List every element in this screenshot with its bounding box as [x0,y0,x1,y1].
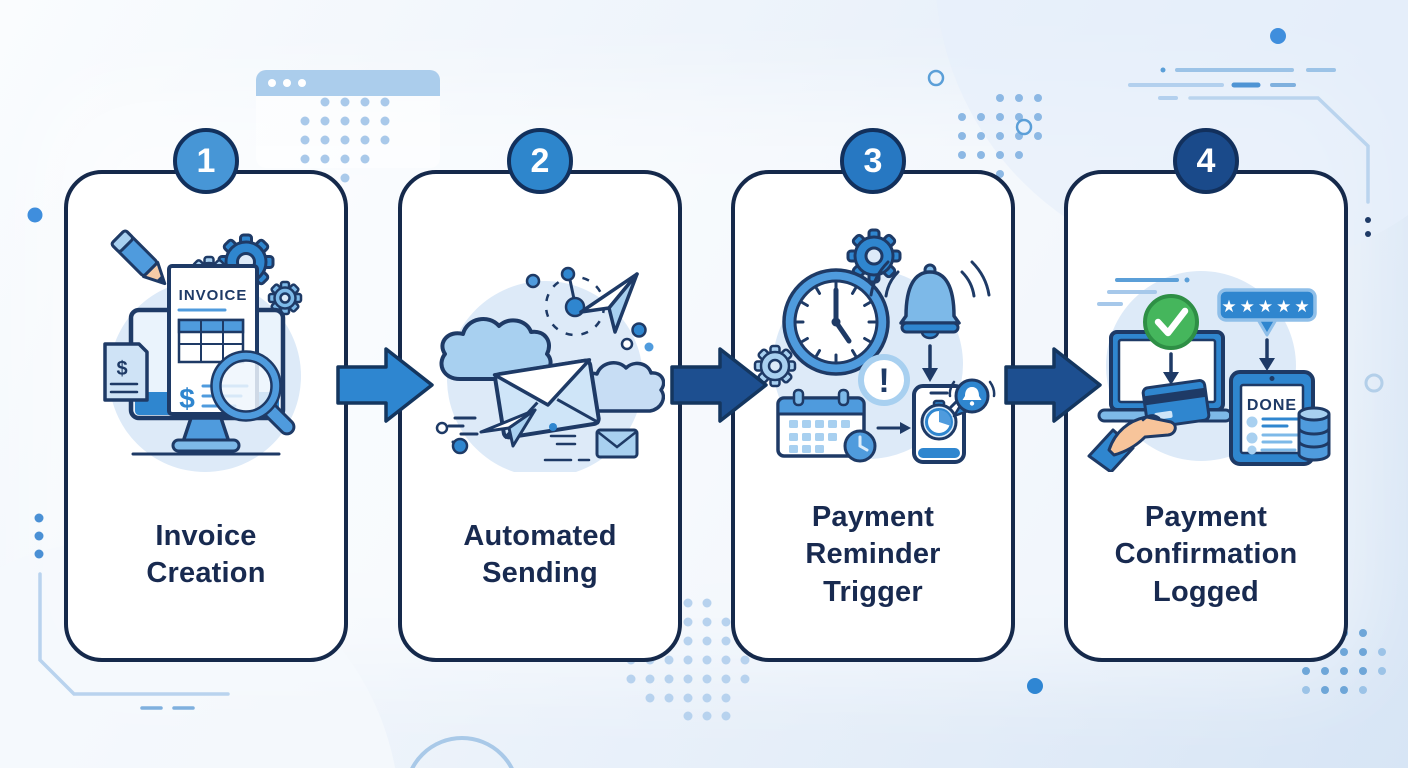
arrow-step3-step4 [1004,347,1102,423]
step-3-badge: 3 [840,128,906,194]
step-4-badge: 4 [1173,128,1239,194]
check-circle-icon [1143,294,1199,350]
step-2-label-area: Automated Sending [463,472,616,658]
alert-icon: ! [858,354,910,406]
stopwatch-icon [920,399,958,441]
star-rating-stars: ★★★★★ [1221,297,1312,317]
arrow-down-icon [1259,338,1275,371]
speed-lines-decoration [1128,28,1384,393]
step-4-label: Payment Confirmation Logged [1114,501,1298,608]
dot-decoration [435,322,654,455]
invoice-title: INVOICE [179,287,248,304]
envelope-icon [543,428,639,462]
step-4-label-area: Payment Confirmation Logged [1115,472,1298,658]
step-1-label: Invoice Creation [146,519,266,589]
magnifier-icon [210,350,296,436]
dot-decoration [1027,678,1043,694]
arrow-down-icon [922,344,938,382]
smartphone-icon [912,384,966,464]
receipt-icon: $ [103,342,149,402]
done-label: DONE [1247,397,1297,414]
step-1-number: 1 [196,141,216,180]
pencil-icon [110,229,167,286]
arrow-step1-step2 [336,347,434,423]
database-icon [1297,406,1331,462]
tablet-icon: DONE [1229,370,1315,466]
step-1-illustration: $ INVOICE $ [81,214,331,472]
circle-outline-decoration [410,736,514,768]
step-4-number: 4 [1196,141,1216,180]
left-edge-decoration [27,207,230,710]
star-rating-icon: ★★★★★ [1217,288,1317,337]
dots-grid-decoration [927,69,1042,178]
credit-card-icon [1141,379,1211,429]
calendar-icon [776,388,877,463]
step-3-illustration: ! [748,214,998,472]
invoice-dollar: $ [179,383,195,414]
step-1-badge: 1 [173,128,239,194]
step-card-2: 2 [398,128,682,662]
step-card-3: 3 [731,128,1015,662]
speed-lines-icon [447,416,479,444]
step-card-1: 1 [64,128,348,662]
step-3-label: Payment Reminder Trigger [805,501,941,608]
hand-credit-card-icon [1087,379,1211,474]
step-4-illustration: ★★★★★ DONE [1081,214,1331,474]
step-3-label-area: Payment Reminder Trigger [805,472,940,658]
receipt-dollar: $ [116,358,127,380]
step-2-badge: 2 [507,128,573,194]
arrow-down-icon [1163,352,1179,385]
step-2-label: Automated Sending [463,519,617,589]
arrow-step2-step3 [670,347,768,423]
step-2-illustration [415,214,666,477]
notification-bubble-icon [948,378,996,418]
paper-plane-icon [479,408,537,448]
speed-lines-icon [1097,277,1190,306]
arrow-right-icon [876,422,911,434]
step-card-4: 4 [1064,128,1348,662]
step-3-number: 3 [863,141,883,180]
paper-plane-icon [579,272,639,334]
alert-symbol: ! [878,362,889,400]
step-2-number: 2 [530,141,550,180]
clock-icon [782,268,890,376]
bell-icon [869,260,991,340]
step-1-label-area: Invoice Creation [146,472,265,658]
